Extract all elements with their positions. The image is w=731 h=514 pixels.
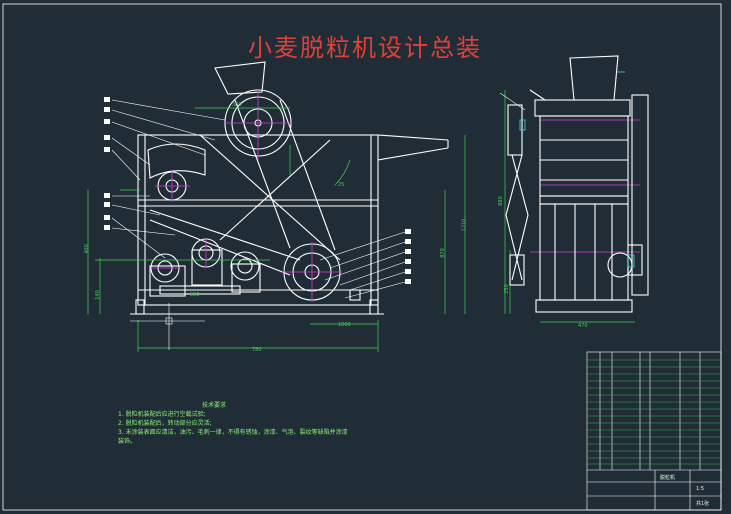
- dim-right-part: 1000: [338, 322, 351, 328]
- side-accents: [519, 71, 635, 268]
- title-block-name: 脱粒机: [660, 475, 676, 481]
- dim-bottom-width: 580: [190, 292, 200, 298]
- title-block: [586, 351, 722, 511]
- title-block-sheet: 共1张: [696, 501, 710, 507]
- dim-small-a: 140: [94, 290, 101, 300]
- dim-height-total: 1210: [461, 218, 468, 232]
- dim-height-left: 400: [83, 244, 90, 254]
- dim-side-width: 470: [578, 323, 588, 329]
- side-hopper: [569, 55, 619, 101]
- drawing-title: 小麦脱粒机设计总装: [248, 34, 482, 62]
- front-view: [130, 61, 449, 315]
- side-view: [505, 55, 649, 313]
- feed-hopper: [214, 61, 266, 95]
- leader-lines: [111, 92, 526, 299]
- dim-top-width: 380: [232, 102, 242, 108]
- tech-req-item-1: 1. 脱粒机装配后应进行空载试验;: [118, 411, 206, 418]
- sheet-border: [2, 3, 722, 511]
- title-block-scale: 1:5: [696, 486, 705, 492]
- dim-overall-length: 780: [252, 347, 262, 353]
- tech-req-item-2: 2. 脱粒机装配后，转动部分应灵活;: [118, 420, 212, 427]
- cad-cursor: [130, 303, 205, 350]
- tech-req-item-4: 装饰。: [118, 438, 137, 445]
- dim-height-mid: 870: [439, 248, 446, 258]
- dim-side-height: 880: [497, 196, 504, 206]
- dim-angle: 25: [338, 182, 345, 188]
- tech-req-item-3: 3. 未涂装表面应清洁，油污、毛刺一律，不得有锈蚀，涂漆、气泡、裂纹等缺陷并涂漆: [118, 429, 348, 436]
- dim-small-b: 250: [503, 284, 510, 294]
- title-block-rows: [587, 359, 721, 465]
- dimension-lines: [87, 90, 635, 352]
- leader-tags: [104, 97, 411, 284]
- technical-requirements: 技术要求 1. 脱粒机装配后应进行空载试验; 2. 脱粒机装配后，转动部分应灵活…: [118, 401, 348, 446]
- tech-req-heading: 技术要求: [202, 402, 227, 409]
- centerlines: [150, 90, 640, 302]
